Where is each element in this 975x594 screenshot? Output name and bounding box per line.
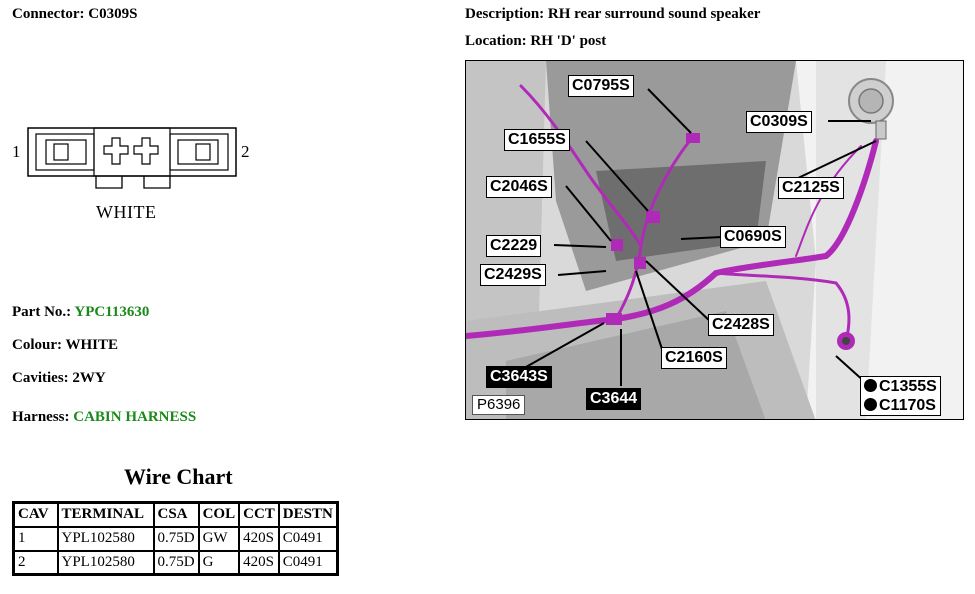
column-header-destn: DESTN <box>277 501 339 528</box>
location-label: Location: <box>465 33 527 49</box>
table-row: 2 YPL102580 0.75D G 420S C0491 <box>12 549 339 576</box>
cell-cav: 1 <box>12 525 59 552</box>
connector-face-drawing <box>27 127 237 189</box>
callout-c2229: C2229 <box>486 235 542 257</box>
cell-col: G <box>197 549 241 576</box>
cell-cav: 2 <box>12 549 59 576</box>
callout-c2429s: C2429S <box>480 264 546 286</box>
bullet-dot-icon <box>864 398 877 411</box>
callout-c0690s: C0690S <box>720 226 786 248</box>
connector-color-caption: WHITE <box>96 202 157 222</box>
image-code: P6396 <box>472 395 526 415</box>
description-line: Description: RH rear surround sound spea… <box>465 6 760 23</box>
cell-terminal: YPL102580 <box>56 549 155 576</box>
table-header-row: CAV TERMINAL CSA COL CCT DESTN <box>12 501 339 528</box>
pin-number-right: 2 <box>241 142 250 161</box>
callout-c1655s: C1655S <box>504 129 570 151</box>
callout-c2125s: C2125S <box>778 177 844 199</box>
callout-c2046s: C2046S <box>486 176 552 198</box>
callout-c1170s-label: C1170S <box>879 397 936 414</box>
cell-cct: 420S <box>238 549 280 576</box>
colour-line: Colour: WHITE <box>12 337 118 354</box>
part-number-label: Part No.: <box>12 304 72 320</box>
callout-c0795s: C0795S <box>568 75 634 97</box>
bullet-dot-icon <box>864 379 877 392</box>
part-number-line: Part No.: YPC113630 <box>12 304 149 321</box>
wire-chart-table: CAV TERMINAL CSA COL CCT DESTN 1 YPL1025… <box>12 501 339 576</box>
connector-value: C0309S <box>88 6 138 22</box>
cavities-line: Cavities: 2WY <box>12 370 106 387</box>
part-number-link[interactable]: YPC113630 <box>74 304 150 320</box>
connector-line: Connector: C0309S <box>12 6 137 23</box>
callout-c1170s: C1170S <box>864 396 937 415</box>
callout-c3644: C3644 <box>586 388 642 410</box>
cell-terminal: YPL102580 <box>56 525 155 552</box>
cell-csa: 0.75D <box>152 525 200 552</box>
callout-c2428s: C2428S <box>708 314 774 336</box>
description-label: Description: <box>465 6 545 22</box>
description-value: RH rear surround sound speaker <box>547 6 761 22</box>
column-header-cav: CAV <box>12 501 59 528</box>
callout-c2160s: C2160S <box>661 347 727 369</box>
table-row: 1 YPL102580 0.75D GW 420S C0491 <box>12 525 339 552</box>
cavities-label: Cavities: <box>12 370 69 386</box>
wire-chart-title: Wire Chart <box>124 464 233 489</box>
callout-c1355s: C1355S <box>864 377 937 396</box>
colour-label: Colour: <box>12 337 62 353</box>
callout-c1355s-c1170s: C1355S C1170S <box>860 376 941 416</box>
location-line: Location: RH 'D' post <box>465 33 606 50</box>
column-header-cct: CCT <box>238 501 280 528</box>
colour-value: WHITE <box>65 337 118 353</box>
cavities-value: 2WY <box>72 370 106 386</box>
callout-c3643s: C3643S <box>486 366 552 388</box>
column-header-csa: CSA <box>152 501 200 528</box>
cell-destn: C0491 <box>277 525 339 552</box>
pin-number-left: 1 <box>12 142 21 161</box>
cell-destn: C0491 <box>277 549 339 576</box>
cell-csa: 0.75D <box>152 549 200 576</box>
cell-cct: 420S <box>238 525 280 552</box>
vehicle-body-illustration <box>466 61 963 419</box>
harness-line: Harness: CABIN HARNESS <box>12 409 196 426</box>
location-value: RH 'D' post <box>530 33 607 49</box>
harness-link[interactable]: CABIN HARNESS <box>73 409 197 425</box>
cell-col: GW <box>197 525 241 552</box>
column-header-terminal: TERMINAL <box>56 501 155 528</box>
location-photo: C0795S C0309S C1655S C2125S C2046S C0690… <box>465 60 964 420</box>
column-header-col: COL <box>197 501 241 528</box>
callout-c1355s-label: C1355S <box>879 378 937 395</box>
connector-label: Connector: <box>12 6 85 22</box>
callout-c0309s: C0309S <box>746 111 812 133</box>
harness-label: Harness: <box>12 409 70 425</box>
